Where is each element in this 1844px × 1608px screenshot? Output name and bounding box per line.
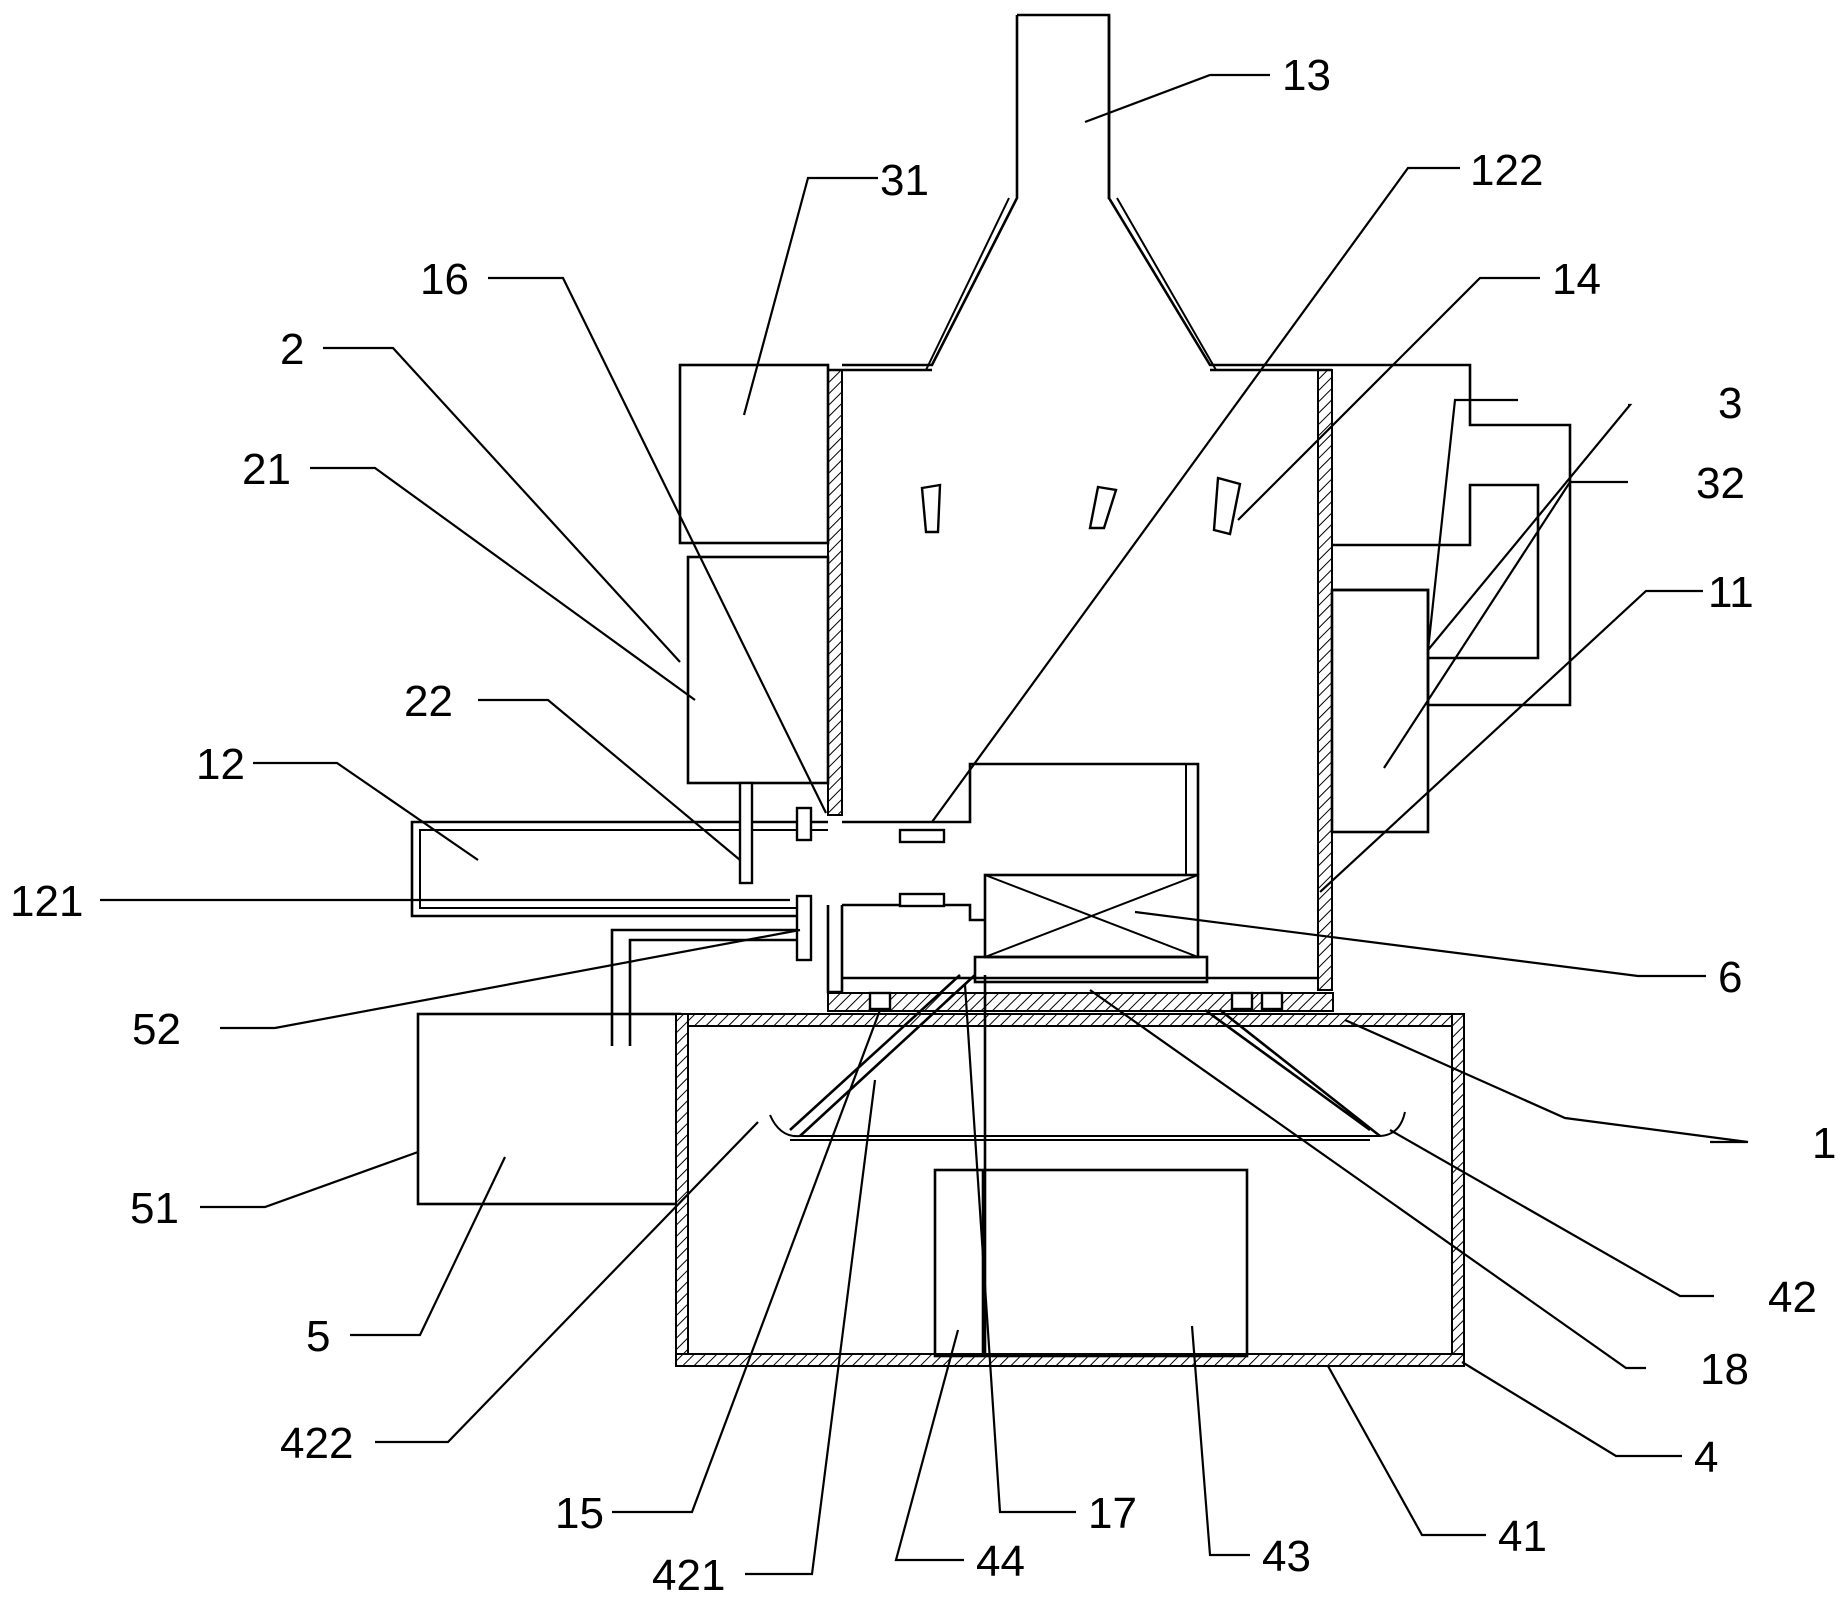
duct-bottom-left bbox=[842, 903, 985, 922]
label-51: 51 bbox=[130, 1184, 179, 1233]
right-box-3-inner bbox=[1332, 483, 1540, 660]
pipe-12-inner bbox=[419, 829, 828, 909]
vent-right bbox=[1212, 476, 1242, 536]
vent-left bbox=[920, 483, 942, 534]
label-6: 6 bbox=[1718, 953, 1742, 1002]
label-1: 1 bbox=[1812, 1119, 1836, 1168]
labels: 13 31 122 16 14 2 3 21 32 11 22 12 121 6… bbox=[10, 51, 1836, 1600]
valve-16 bbox=[795, 806, 813, 842]
base-plate-left bbox=[827, 992, 1334, 1012]
filter-box-cross-b bbox=[984, 874, 1199, 958]
label-2: 2 bbox=[280, 325, 304, 374]
label-4: 4 bbox=[1694, 1433, 1718, 1482]
box-31 bbox=[678, 363, 830, 545]
main-body bbox=[679, 13, 1461, 1027]
pipe-12 bbox=[410, 820, 828, 918]
label-12: 12 bbox=[196, 740, 245, 789]
label-18: 18 bbox=[1700, 1345, 1749, 1394]
spray-arm-right bbox=[1204, 1008, 1381, 1138]
lower-chamber-left bbox=[826, 905, 844, 994]
label-14: 14 bbox=[1552, 255, 1601, 304]
label-43: 43 bbox=[1262, 1532, 1311, 1581]
box-5 bbox=[416, 1012, 682, 1206]
right-box-3 bbox=[1330, 363, 1572, 707]
inner-duct bbox=[842, 762, 1200, 875]
spray-tray bbox=[769, 1111, 1406, 1138]
tank-bottom bbox=[675, 1353, 1465, 1367]
label-42: 42 bbox=[1768, 1273, 1817, 1322]
vent-middle bbox=[1088, 485, 1118, 530]
label-11: 11 bbox=[1708, 568, 1754, 617]
label-22: 22 bbox=[404, 677, 453, 726]
label-32: 32 bbox=[1696, 459, 1745, 508]
label-41: 41 bbox=[1498, 1512, 1547, 1561]
leader-lines bbox=[100, 73, 1749, 1576]
label-44: 44 bbox=[976, 1537, 1025, 1586]
label-3: 3 bbox=[1718, 379, 1742, 428]
box-32 bbox=[1330, 588, 1430, 834]
chimney-left-wall bbox=[842, 15, 1019, 367]
right-assembly bbox=[1330, 363, 1572, 834]
label-421: 421 bbox=[652, 1551, 725, 1600]
seal-bottom bbox=[898, 892, 946, 908]
label-17: 17 bbox=[1088, 1489, 1137, 1538]
label-31: 31 bbox=[880, 156, 929, 205]
funnel-inner-left bbox=[925, 197, 1010, 371]
foot-right-2 bbox=[1260, 991, 1284, 1011]
top-chimney bbox=[1017, 13, 1111, 200]
valve-52 bbox=[795, 894, 813, 962]
label-21: 21 bbox=[242, 445, 291, 494]
chimney-right-wall bbox=[1107, 15, 1330, 367]
label-422: 422 bbox=[280, 1419, 353, 1468]
tank-right-wall bbox=[1451, 1013, 1465, 1367]
box-21 bbox=[686, 555, 830, 785]
label-16: 16 bbox=[420, 255, 469, 304]
foot-left bbox=[868, 991, 892, 1011]
stem-22 bbox=[738, 781, 754, 885]
lower-tank bbox=[675, 974, 1465, 1367]
seal-top bbox=[898, 828, 946, 844]
tank-left-wall bbox=[675, 1013, 689, 1367]
base-plate-top bbox=[679, 1013, 1461, 1027]
left-assembly bbox=[410, 363, 830, 1046]
pump-43 bbox=[933, 1168, 1249, 1358]
filter-base bbox=[973, 955, 1209, 984]
label-15: 15 bbox=[555, 1489, 604, 1538]
chamber-right-wall bbox=[1317, 369, 1333, 991]
spray-arm-left bbox=[789, 974, 976, 1137]
foot-right bbox=[1230, 991, 1254, 1011]
label-13: 13 bbox=[1282, 51, 1331, 100]
chamber-left-wall bbox=[827, 369, 843, 816]
label-121: 121 bbox=[10, 877, 83, 926]
label-5: 5 bbox=[306, 1312, 330, 1361]
label-52: 52 bbox=[132, 1005, 181, 1054]
label-122: 122 bbox=[1470, 146, 1543, 195]
funnel-inner-right bbox=[1116, 197, 1217, 371]
